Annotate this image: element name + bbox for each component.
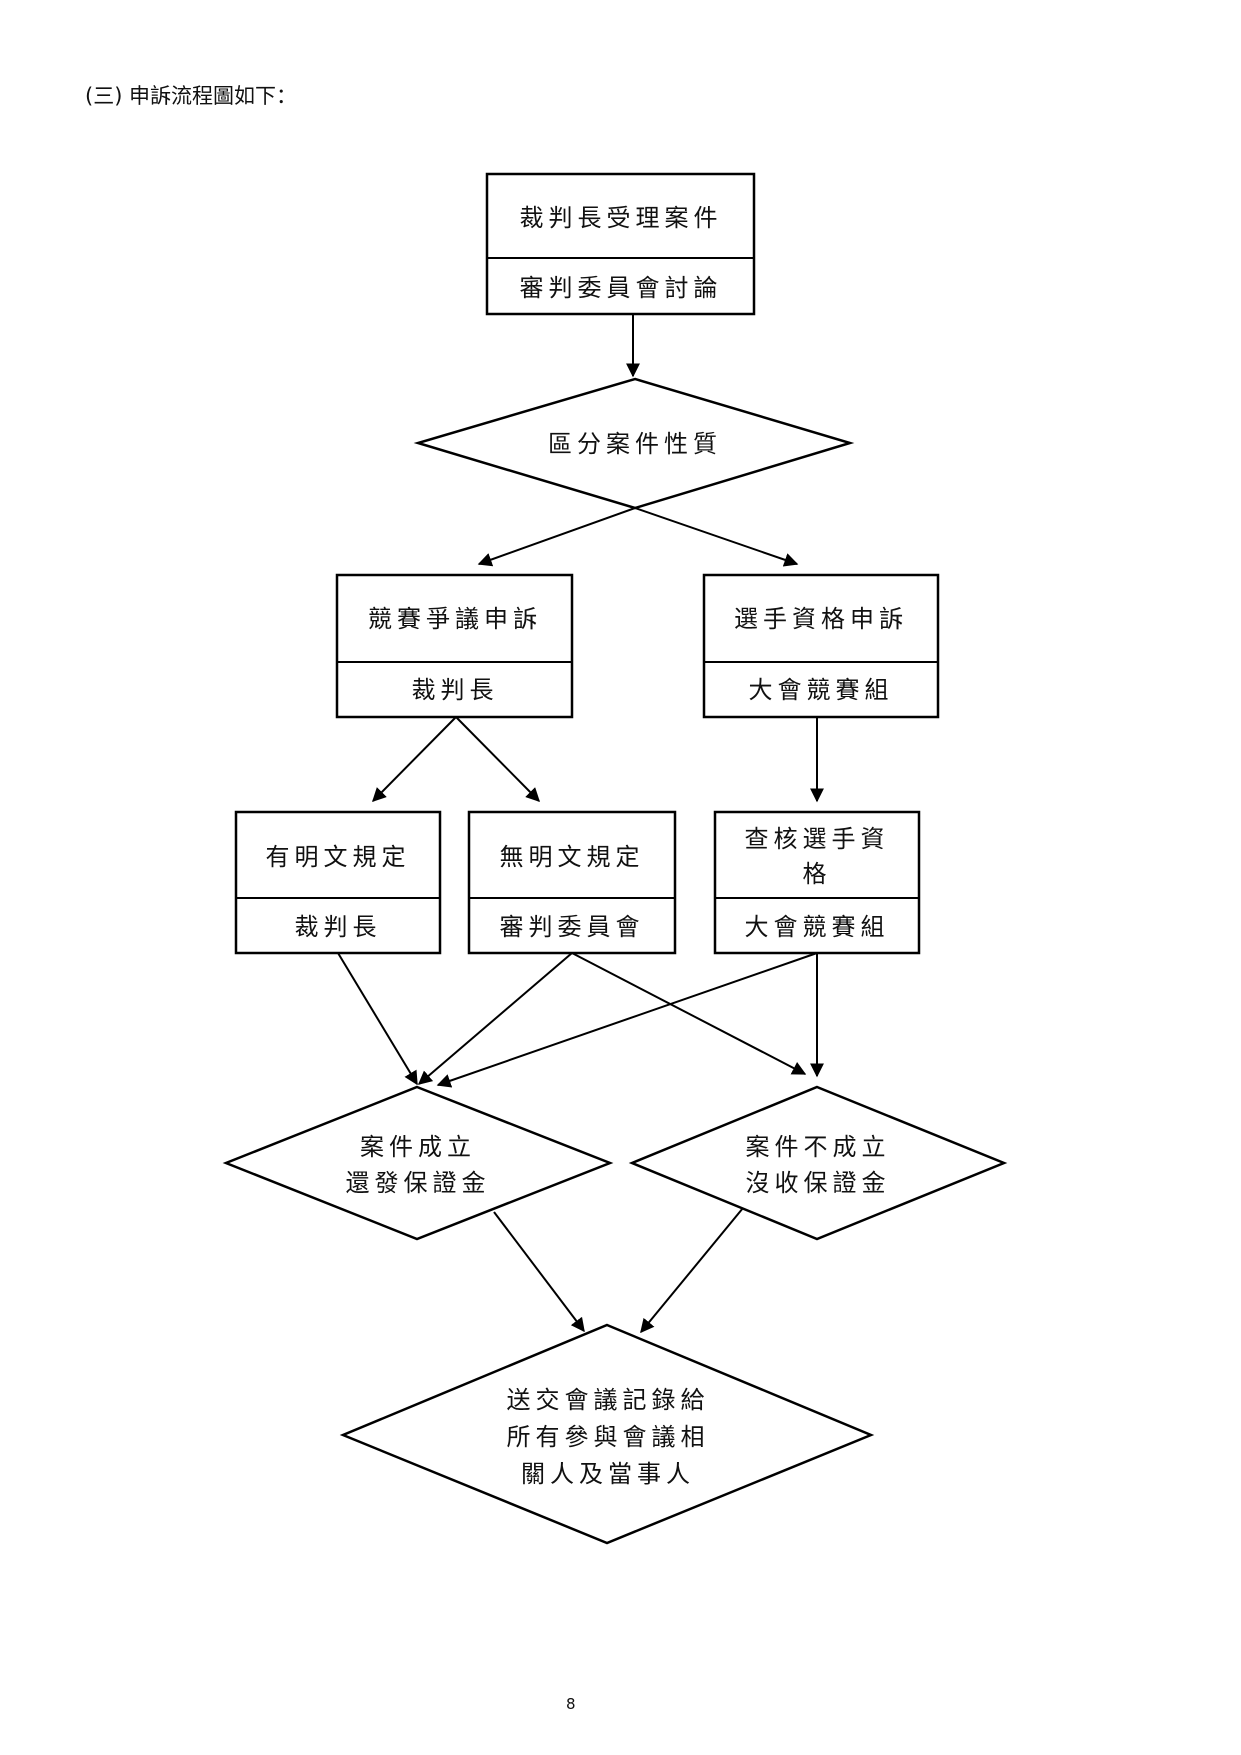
arrow-no-explicit-to-rejected: [571, 952, 807, 1075]
connectors: [337, 314, 824, 1334]
node-verify-eligibility-top-line2: 格: [803, 860, 832, 888]
arrow-dispute-to-explicit: [372, 716, 457, 802]
node-case-rejected: 案件不成立 沒收保證金: [628, 1085, 1008, 1241]
node-no-explicit-rule-bottom: 審判委員會: [500, 913, 645, 941]
node-classify: 區分案件性質: [413, 377, 855, 510]
page-number: 8: [566, 1695, 576, 1713]
node-no-explicit-rule: 無明文規定 審判委員會: [467, 810, 677, 955]
node-no-explicit-rule-top: 無明文規定: [500, 843, 645, 871]
node-send-minutes-line3: 關人及當事人: [521, 1460, 695, 1488]
node-verify-eligibility-bottom: 大會競賽組: [745, 913, 890, 941]
node-explicit-rule: 有明文規定 裁判長: [234, 810, 442, 955]
arrow-upheld-to-minutes: [493, 1211, 585, 1333]
node-case-upheld-line1: 案件成立: [360, 1133, 476, 1161]
arrow-no-explicit-to-upheld: [417, 952, 573, 1085]
arrow-explicit-to-upheld: [337, 952, 418, 1086]
node-start-top: 裁判長受理案件: [520, 204, 723, 232]
node-case-upheld-line2: 還發保證金: [346, 1169, 491, 1197]
arrow-classify-to-dispute: [477, 507, 636, 567]
arrow-rejected-to-minutes: [640, 1207, 744, 1334]
arrow-dispute-to-no-explicit: [455, 716, 540, 802]
arrow-verify-to-upheld: [436, 952, 818, 1088]
node-competition-dispute-bottom: 裁判長: [412, 676, 499, 704]
node-verify-eligibility: 查核選手資 格 大會競賽組: [713, 810, 921, 955]
node-competition-dispute-top: 競賽爭議申訴: [368, 605, 542, 633]
node-case-rejected-line2: 沒收保證金: [746, 1169, 891, 1197]
node-verify-eligibility-top-line1: 查核選手資: [745, 825, 890, 853]
node-athlete-eligibility: 選手資格申訴 大會競賽組: [702, 573, 940, 719]
node-start: 裁判長受理案件 審判委員會討論: [485, 172, 756, 316]
node-classify-label: 區分案件性質: [548, 430, 722, 458]
node-send-minutes-line2: 所有參與會議相: [507, 1423, 710, 1451]
node-start-bottom: 審判委員會討論: [520, 274, 723, 302]
node-competition-dispute: 競賽爭議申訴 裁判長: [335, 573, 574, 719]
node-athlete-eligibility-bottom: 大會競賽組: [749, 676, 894, 704]
node-case-upheld: 案件成立 還發保證金: [222, 1085, 614, 1241]
node-send-minutes: 送交會議記錄給 所有參與會議相 關人及當事人: [339, 1323, 875, 1545]
page-heading: (三) 申訴流程圖如下：: [85, 84, 298, 108]
node-athlete-eligibility-top: 選手資格申訴: [734, 605, 908, 633]
node-explicit-rule-bottom: 裁判長: [295, 913, 382, 941]
node-send-minutes-line1: 送交會議記錄給: [507, 1386, 710, 1414]
node-explicit-rule-top: 有明文規定: [266, 843, 411, 871]
node-case-rejected-line1: 案件不成立: [746, 1133, 891, 1161]
arrow-classify-to-eligibility: [634, 507, 799, 567]
